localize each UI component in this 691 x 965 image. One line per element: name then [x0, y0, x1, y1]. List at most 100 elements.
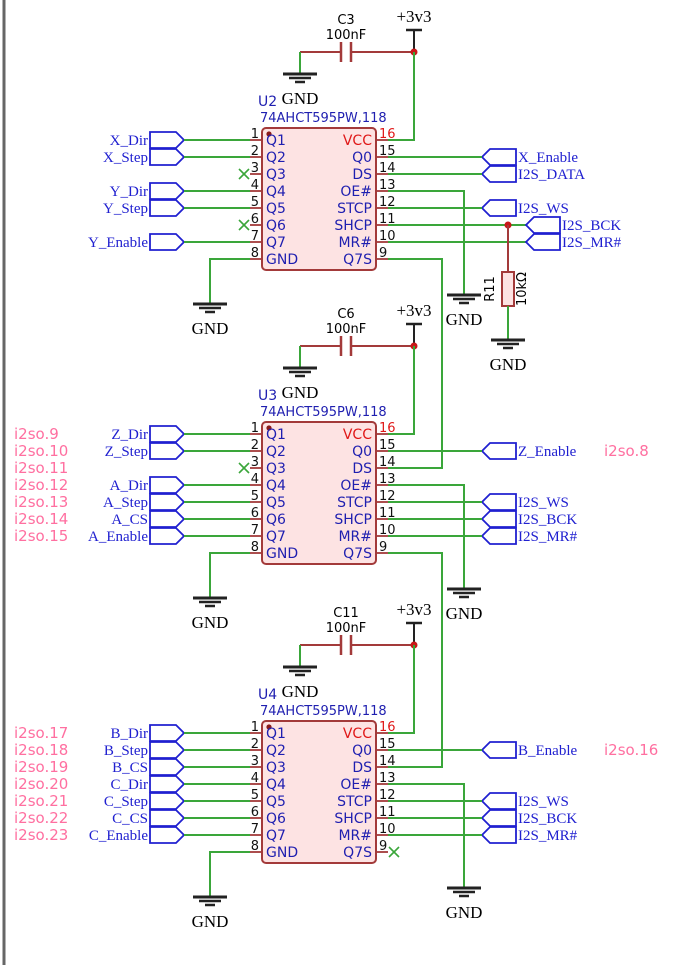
ic-body — [261, 421, 377, 565]
ground-icon — [193, 596, 227, 608]
ground-label: GND — [192, 613, 229, 632]
net-alias-label: i2so.9 — [14, 425, 59, 443]
pin-name: Q5 — [266, 794, 286, 810]
pin-name: Q7S — [343, 546, 372, 562]
left-port-label: C_CS — [112, 811, 148, 827]
vcc-label: +3v3 — [396, 301, 431, 320]
net-port-icon — [149, 476, 186, 494]
ground-label: GND — [282, 89, 319, 108]
pin-name: Q7 — [266, 828, 286, 844]
net-alias-label: i2so.18 — [14, 741, 68, 759]
pin-name: Q7S — [343, 252, 372, 268]
net-port-icon — [480, 527, 517, 545]
net-port-icon — [480, 148, 517, 166]
pin-number: 2 — [251, 144, 259, 159]
pin-name: Q7S — [343, 845, 372, 861]
pin-name: Q0 — [352, 150, 372, 166]
ground-icon — [447, 886, 481, 898]
right-port-label: B_Enable — [518, 743, 577, 759]
pin-name: MR# — [338, 828, 372, 844]
ground-label: GND — [446, 903, 483, 922]
net-alias-label: i2so.13 — [14, 493, 68, 511]
ground-icon — [447, 587, 481, 599]
pin-name: Q0 — [352, 743, 372, 759]
pin-number: 11 — [379, 506, 396, 521]
capacitor-ref: C3 — [337, 13, 354, 28]
resistor-ref: R11 — [483, 276, 498, 302]
pin-number: 13 — [379, 472, 396, 487]
wire — [209, 258, 250, 304]
pin-name: Q3 — [266, 461, 286, 477]
right-port-label: Z_Enable — [518, 444, 577, 460]
right-port-label: I2S_MR# — [518, 529, 578, 545]
net-port-icon — [149, 510, 186, 528]
net-alias-label: i2so.16 — [604, 741, 658, 759]
net-port-icon — [149, 148, 186, 166]
pin-number: 6 — [251, 805, 259, 820]
pin-name: SHCP — [334, 811, 372, 827]
wire — [388, 258, 443, 469]
left-port-label: X_Dir — [110, 133, 148, 149]
no-connect-icon — [388, 846, 400, 858]
net-port-icon — [480, 493, 517, 511]
pin-number: 2 — [251, 737, 259, 752]
pin-name: OE# — [340, 777, 372, 793]
net-port-icon — [480, 826, 517, 844]
capacitor-value: 100nF — [326, 28, 367, 43]
pin-name: MR# — [338, 529, 372, 545]
pin-name: Q2 — [266, 743, 286, 759]
ground-icon — [447, 293, 481, 305]
pin-number: 8 — [251, 246, 259, 261]
pin-number: 2 — [251, 438, 259, 453]
net-alias-label: i2so.20 — [14, 775, 68, 793]
pin-name: Q6 — [266, 218, 286, 234]
right-port-label: I2S_BCK — [518, 811, 577, 827]
pin-name: VCC — [343, 726, 372, 742]
right-port-label: I2S_WS — [518, 495, 569, 511]
pin-name: Q4 — [266, 184, 286, 200]
left-port-label: Z_Dir — [111, 427, 148, 443]
net-port-icon — [149, 233, 186, 251]
net-port-icon — [149, 775, 186, 793]
pin-name: Q6 — [266, 512, 286, 528]
vcc-label: +3v3 — [396, 7, 431, 26]
net-port-icon — [149, 493, 186, 511]
ground-label: GND — [446, 604, 483, 623]
ground-icon — [283, 665, 317, 677]
resistor-icon — [501, 271, 515, 307]
net-port-icon — [480, 199, 517, 217]
pin-number: 10 — [379, 523, 396, 538]
pin-name: STCP — [337, 794, 372, 810]
wire — [388, 52, 415, 141]
pin-name: Q3 — [266, 167, 286, 183]
net-port-icon — [149, 182, 186, 200]
pin-name: Q6 — [266, 811, 286, 827]
pin-number: 8 — [251, 540, 259, 555]
net-port-icon — [149, 442, 186, 460]
left-port-label: Y_Dir — [110, 184, 148, 200]
pin-number: 11 — [379, 805, 396, 820]
right-port-label: I2S_BCK — [518, 512, 577, 528]
left-port-label: Y_Step — [103, 201, 148, 217]
pin-name: Q2 — [266, 150, 286, 166]
pin-number: 13 — [379, 178, 396, 193]
ic-part-number: 74AHCT595PW,118 — [260, 111, 387, 126]
net-port-icon — [480, 165, 517, 183]
net-alias-label: i2so.11 — [14, 459, 68, 477]
net-port-icon — [149, 131, 186, 149]
ic-body — [261, 720, 377, 864]
net-port-icon — [524, 233, 561, 251]
net-port-icon — [480, 741, 517, 759]
pin-number: 7 — [251, 822, 259, 837]
pin-number: 16 — [379, 421, 396, 436]
ground-label: GND — [192, 912, 229, 931]
right-port-label: I2S_MR# — [518, 828, 578, 844]
pin-number: 12 — [379, 788, 396, 803]
pin-name: Q7 — [266, 235, 286, 251]
pin-number: 10 — [379, 822, 396, 837]
pin-number: 1 — [251, 421, 259, 436]
pin-name: Q1 — [266, 726, 286, 742]
pin-number: 4 — [251, 771, 259, 786]
pin-name: VCC — [343, 133, 372, 149]
